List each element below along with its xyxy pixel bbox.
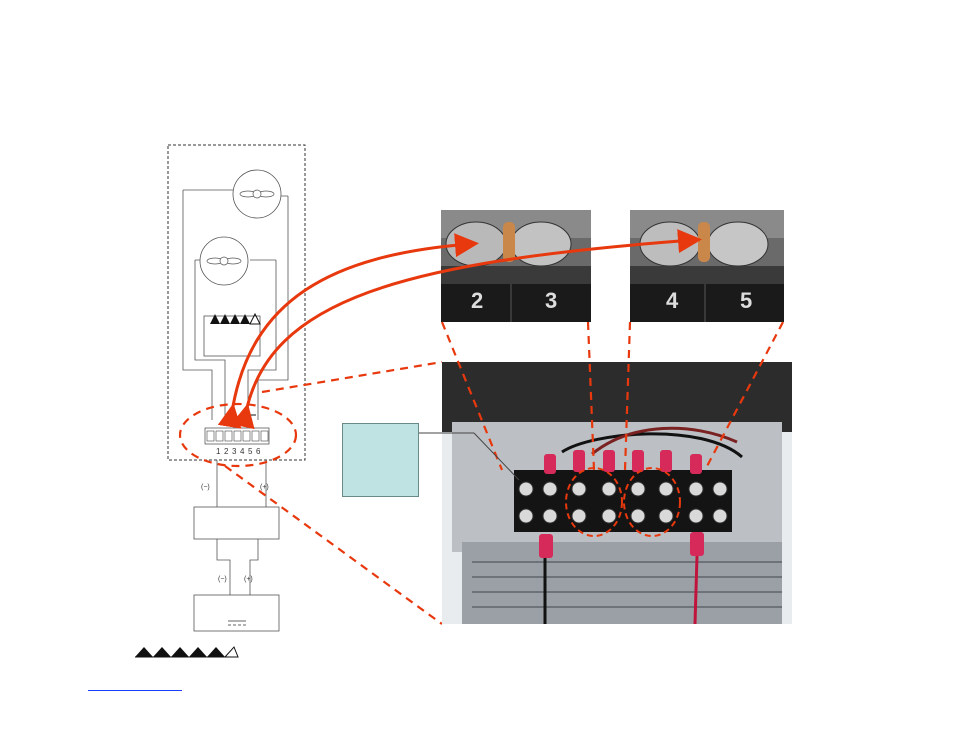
projection-line — [440, 321, 504, 471]
projection-line — [586, 321, 596, 471]
legend-module-symbol — [135, 646, 239, 658]
terminal-number: 2 — [224, 447, 229, 456]
polarity-neg-upper: (−) — [201, 484, 210, 491]
terminal-number: 3 — [232, 447, 237, 456]
connection-arrow — [231, 229, 702, 430]
projection-line — [224, 465, 443, 625]
terminal-number: 6 — [256, 447, 261, 456]
projection-line — [704, 321, 784, 471]
label-leader-line — [473, 432, 520, 481]
wiring-trace — [183, 189, 288, 261]
projection-line — [623, 321, 632, 471]
polarity-neg-lower: (−) — [218, 576, 227, 583]
wiring-trace — [182, 190, 289, 420]
controller-box — [193, 506, 280, 540]
terminal-number: 1 — [216, 447, 221, 456]
lead-wire — [216, 539, 259, 595]
polarity-pos-lower: (+) — [244, 576, 253, 583]
footer-link[interactable] — [88, 690, 182, 691]
closeup-label: 5 — [740, 288, 753, 313]
lead-wire — [216, 460, 267, 507]
power-supply-box — [193, 594, 280, 632]
terminal-numbers: 1 2 3 4 5 6 — [216, 447, 261, 456]
enclosure-outline — [167, 144, 306, 461]
polarity-pos-upper: (+) — [260, 484, 269, 491]
connection-arrow — [217, 233, 479, 429]
annotation-box — [342, 423, 419, 497]
terminal-number: 5 — [248, 447, 253, 456]
fan-icon — [232, 169, 282, 219]
terminal-number: 4 — [240, 447, 245, 456]
